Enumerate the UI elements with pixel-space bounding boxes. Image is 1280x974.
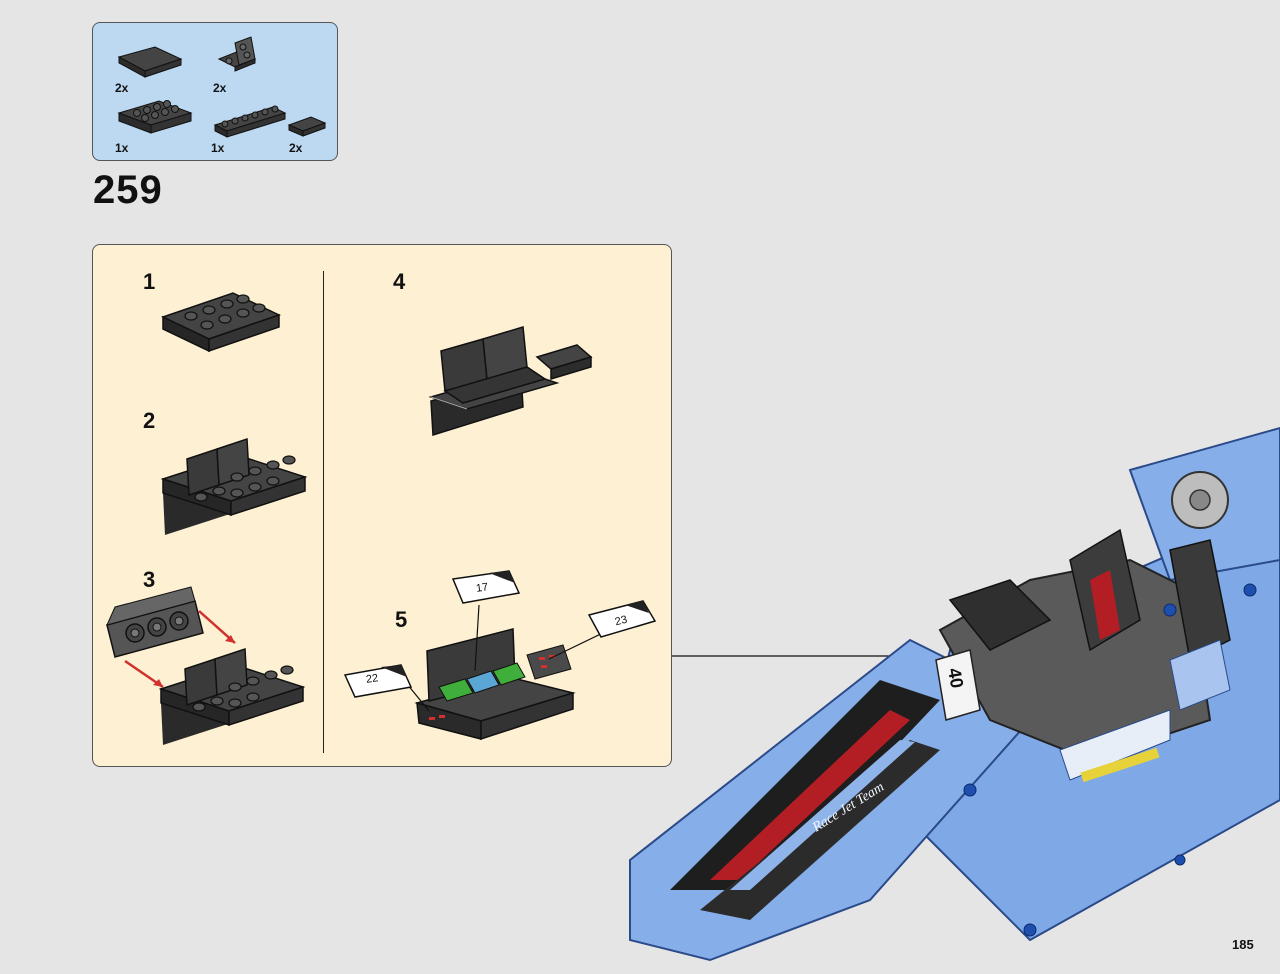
- part-tile-1x2: [287, 116, 327, 137]
- main-model-illustration: 40 Race Jet Team: [629, 426, 1280, 962]
- page-number: 185: [1232, 937, 1254, 952]
- substep-number: 1: [143, 269, 156, 294]
- substep-5-illustration: [343, 570, 657, 741]
- substep-2-illustration: [160, 437, 308, 535]
- subassembly-box: 1 2 3 4 5: [92, 244, 672, 767]
- substep-number: 3: [143, 567, 156, 592]
- part-bracket: [217, 36, 257, 72]
- model-decal-number: 40: [944, 666, 967, 689]
- substep-3-illustration: [106, 586, 306, 745]
- part-qty: 2x: [213, 81, 227, 95]
- substep-number: 4: [393, 269, 406, 294]
- sticker-label: 22: [365, 672, 380, 686]
- part-qty: 2x: [289, 141, 303, 155]
- part-plate-2x4: [117, 100, 193, 134]
- substep-number: 5: [395, 607, 408, 632]
- step-number: 259: [93, 168, 163, 212]
- part-qty: 1x: [211, 141, 225, 155]
- substep-4-illustration: [428, 326, 593, 437]
- part-qty: 2x: [115, 81, 129, 95]
- part-plate-2x4-smooth: [117, 46, 183, 78]
- substep-1-illustration: [161, 292, 281, 353]
- part-qty: 1x: [115, 141, 129, 155]
- part-plate-1x6: [213, 105, 287, 138]
- sticker-label: 17: [475, 581, 490, 595]
- substep-number: 2: [143, 408, 156, 433]
- parts-list-box: 2x 2x 1x 1x: [92, 22, 338, 161]
- subassembly-divider: [323, 271, 324, 753]
